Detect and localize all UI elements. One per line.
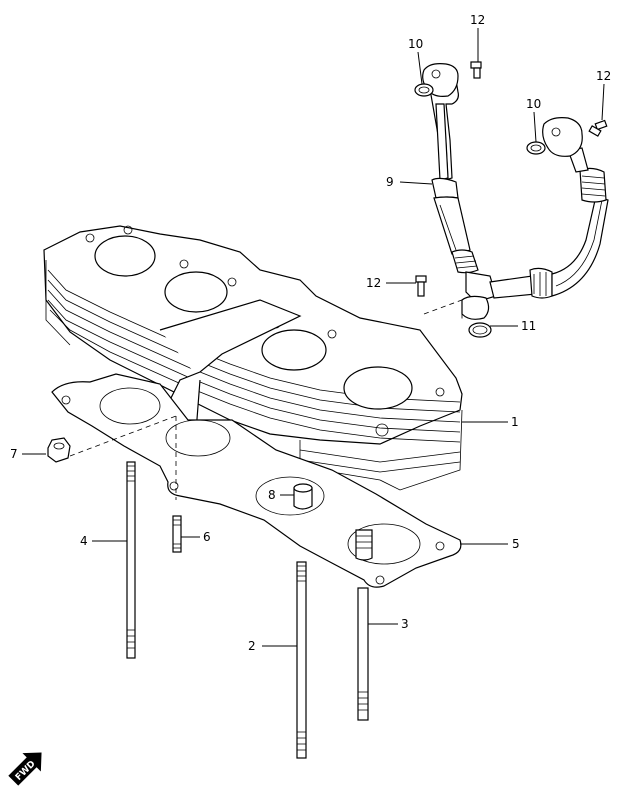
callout-11: 11 (521, 319, 536, 333)
stud-long-center (296, 561, 307, 759)
callout-12-top: 12 (470, 13, 485, 27)
stud-long-left (126, 461, 136, 659)
pipe-flange-right (542, 117, 583, 157)
callout-7: 7 (10, 447, 18, 461)
o-ring-lower (468, 322, 492, 338)
callout-1: 1 (511, 415, 519, 429)
dowel-bore-insert (355, 529, 373, 561)
pipe-tube-left (435, 103, 449, 181)
callout-5: 5 (512, 537, 520, 551)
assembly-line-nut (69, 415, 177, 457)
hose-left (433, 196, 471, 255)
bolt-upper-left (470, 61, 482, 79)
assembly-line-junction (423, 299, 463, 320)
callout-10-upper-right: 10 (526, 97, 541, 111)
callout-6: 6 (203, 530, 211, 544)
bolt-upper-right (588, 119, 608, 137)
cylinder-block (43, 225, 463, 491)
callout-4: 4 (80, 534, 88, 548)
callout-2: 2 (248, 639, 256, 653)
callout-12-middle: 12 (366, 276, 381, 290)
cylinder-bore-1 (94, 235, 156, 277)
bolt-middle (415, 275, 427, 297)
stud-long-right (357, 587, 369, 721)
dowel-pin (293, 483, 313, 510)
cylinder-bore-2 (164, 271, 228, 313)
fwd-arrow-icon: FWD (8, 752, 42, 786)
leader-lines (22, 28, 605, 647)
callout-10-upper-left: 10 (408, 37, 423, 51)
callout-9: 9 (386, 175, 394, 189)
callout-3: 3 (401, 617, 409, 631)
o-ring-upper-right (526, 141, 546, 155)
nut (47, 437, 71, 463)
o-ring-upper-left (414, 83, 434, 97)
cylinder-bore-4 (343, 366, 413, 410)
fwd-label: FWD (14, 759, 38, 783)
hose-right (551, 195, 609, 297)
oil-pipe-assembly (422, 63, 609, 320)
callout-8: 8 (268, 488, 276, 502)
cylinder-bore-3 (261, 329, 327, 371)
callout-12-right: 12 (596, 69, 611, 83)
small-pin (172, 515, 182, 553)
